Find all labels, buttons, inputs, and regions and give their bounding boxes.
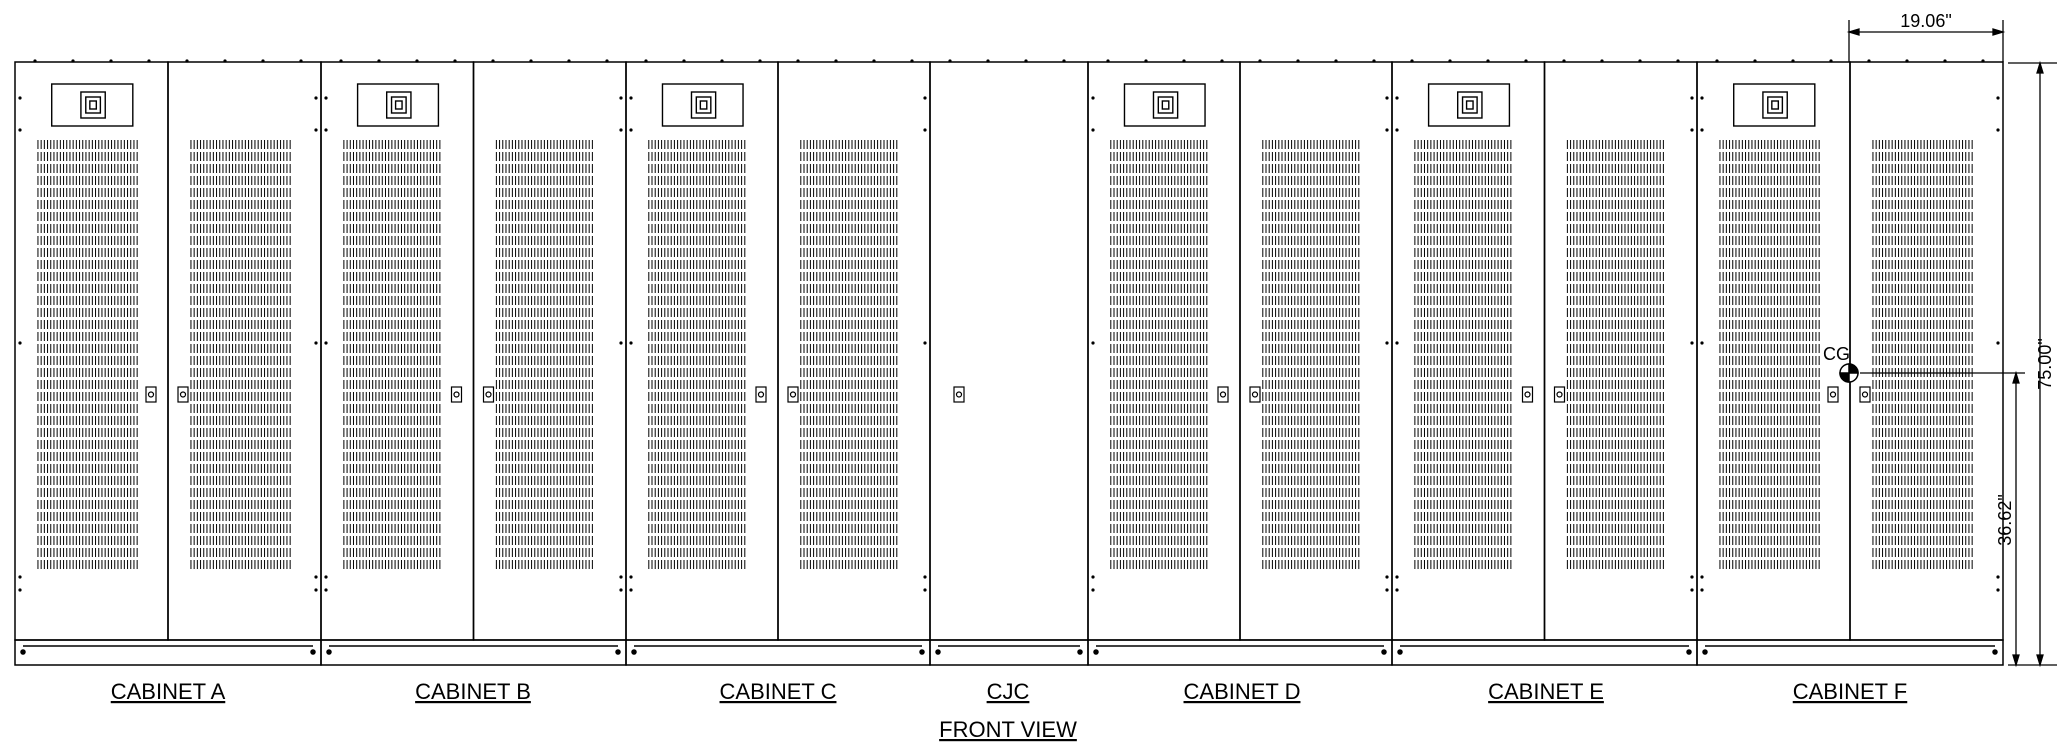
- left-door: [625, 61, 779, 641]
- left-door: [1391, 61, 1546, 641]
- door-handle-icon: [482, 386, 495, 403]
- left-door-louvres: [648, 140, 746, 569]
- center-of-gravity-icon: [1839, 363, 1859, 383]
- left-door: [1087, 61, 1241, 641]
- cabinet-a-label: CABINET A: [111, 679, 226, 704]
- center-of-gravity-dimension: [1860, 370, 2025, 668]
- height-dimension-text: 75.00": [2035, 338, 2055, 389]
- door-handle-icon: [1521, 386, 1534, 403]
- control-panel-icon: [356, 83, 440, 127]
- cabinet-e-label: CABINET E: [1488, 679, 1604, 704]
- right-door-louvres: [190, 140, 291, 569]
- cabinet-base: [1391, 639, 1698, 666]
- control-panel-icon: [1123, 83, 1206, 127]
- left-door-louvres: [343, 140, 441, 569]
- door-handle-icon: [1859, 386, 1871, 403]
- left-door-louvres: [37, 140, 138, 569]
- cabinets-layer: [14, 59, 2004, 666]
- left-door-louvres: [1414, 140, 1512, 569]
- cabinet-c-label: CABINET C: [720, 679, 837, 704]
- right-door: [167, 61, 322, 641]
- cabinet-3: [929, 59, 1089, 666]
- door-handle-icon: [450, 386, 463, 403]
- door-handle-icon: [145, 386, 157, 403]
- right-door: [472, 61, 627, 641]
- right-door-louvres: [495, 140, 593, 569]
- cabinet-base: [14, 639, 322, 666]
- cabinet-base: [625, 639, 931, 666]
- cabinet-0: [14, 59, 322, 666]
- cabinet-base: [320, 639, 627, 666]
- cabinet-1: [320, 59, 627, 666]
- door-handle-icon: [755, 386, 767, 403]
- cabinet-d-label: CABINET D: [1184, 679, 1301, 704]
- cabinet-base: [929, 639, 1089, 666]
- cjc-label: CJC: [987, 679, 1030, 704]
- control-panel-icon: [51, 83, 134, 127]
- width-dimension: [1846, 20, 2006, 62]
- right-door: [1239, 61, 1393, 641]
- left-door: [320, 61, 475, 641]
- right-door: [1849, 61, 2004, 641]
- door-handle-icon: [787, 386, 799, 403]
- left-door: [14, 61, 169, 641]
- cg-marker-text: CG: [1823, 344, 1850, 364]
- cabinet-2: [625, 59, 931, 666]
- view-title: FRONT VIEW: [939, 717, 1077, 742]
- door-handle-icon: [1217, 386, 1229, 403]
- right-door-louvres: [800, 140, 898, 569]
- door-handle-icon: [1553, 386, 1566, 403]
- cabinet-base: [1087, 639, 1393, 666]
- cabinet-5: [1391, 59, 1698, 666]
- cabinet-base: [1696, 639, 2004, 666]
- right-door: [777, 61, 931, 641]
- center-of-gravity-dimension-text: 36.62": [1995, 494, 2015, 545]
- cabinet-4: [1087, 59, 1393, 666]
- right-door-louvres: [1872, 140, 1973, 569]
- left-door-louvres: [1719, 140, 1820, 569]
- right-door-louvres: [1566, 140, 1664, 569]
- door-handle-icon: [1827, 386, 1839, 403]
- right-door-louvres: [1262, 140, 1360, 569]
- cabinet-6: [1696, 59, 2004, 666]
- door-handle-icon: [1249, 386, 1261, 403]
- door-handle-icon: [953, 386, 965, 403]
- width-dimension-text: 19.06": [1900, 11, 1951, 31]
- control-panel-icon: [1427, 83, 1511, 127]
- cabinet-b-label: CABINET B: [415, 679, 531, 704]
- door-handle-icon: [177, 386, 189, 403]
- left-door-louvres: [1110, 140, 1208, 569]
- cabinet-f-label: CABINET F: [1793, 679, 1908, 704]
- control-panel-icon: [661, 83, 744, 127]
- right-door: [1543, 61, 1698, 641]
- control-panel-icon: [1733, 83, 1816, 127]
